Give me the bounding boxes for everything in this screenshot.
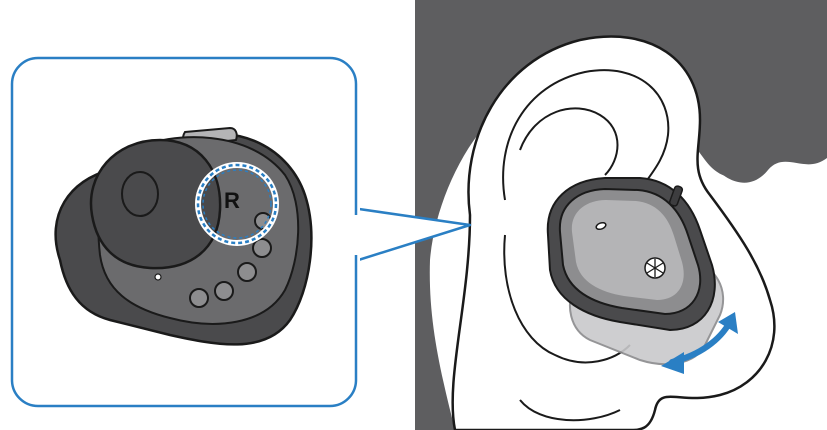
ear-concha xyxy=(503,234,631,364)
ear-antihelix xyxy=(519,107,619,176)
ear-helix-inner xyxy=(502,69,670,201)
rotate-arrow-icon xyxy=(661,312,738,374)
closeup-sensor-2 xyxy=(252,238,272,258)
side-marker-highlight-inner xyxy=(202,169,272,239)
earbud-worn-button xyxy=(668,185,684,207)
callout-seam-cover xyxy=(340,205,360,265)
closeup-sensor-4 xyxy=(214,281,234,301)
side-letter-label: R xyxy=(224,188,240,213)
earbud-worn-mic xyxy=(595,221,607,231)
closeup-sensor-5 xyxy=(189,288,209,308)
head-silhouette-lower xyxy=(415,0,827,430)
callout-connector xyxy=(351,206,472,264)
logo-emblem-icon xyxy=(644,257,666,279)
closeup-nozzle xyxy=(121,171,159,217)
ear-lobe xyxy=(519,399,621,422)
earbud-closeup-icon: R xyxy=(54,126,313,346)
closeup-mic-hole xyxy=(154,273,162,281)
earbud-worn-icon xyxy=(546,177,716,332)
closeup-sensor-3 xyxy=(237,262,257,282)
side-marker-highlight-dashed xyxy=(196,163,278,245)
